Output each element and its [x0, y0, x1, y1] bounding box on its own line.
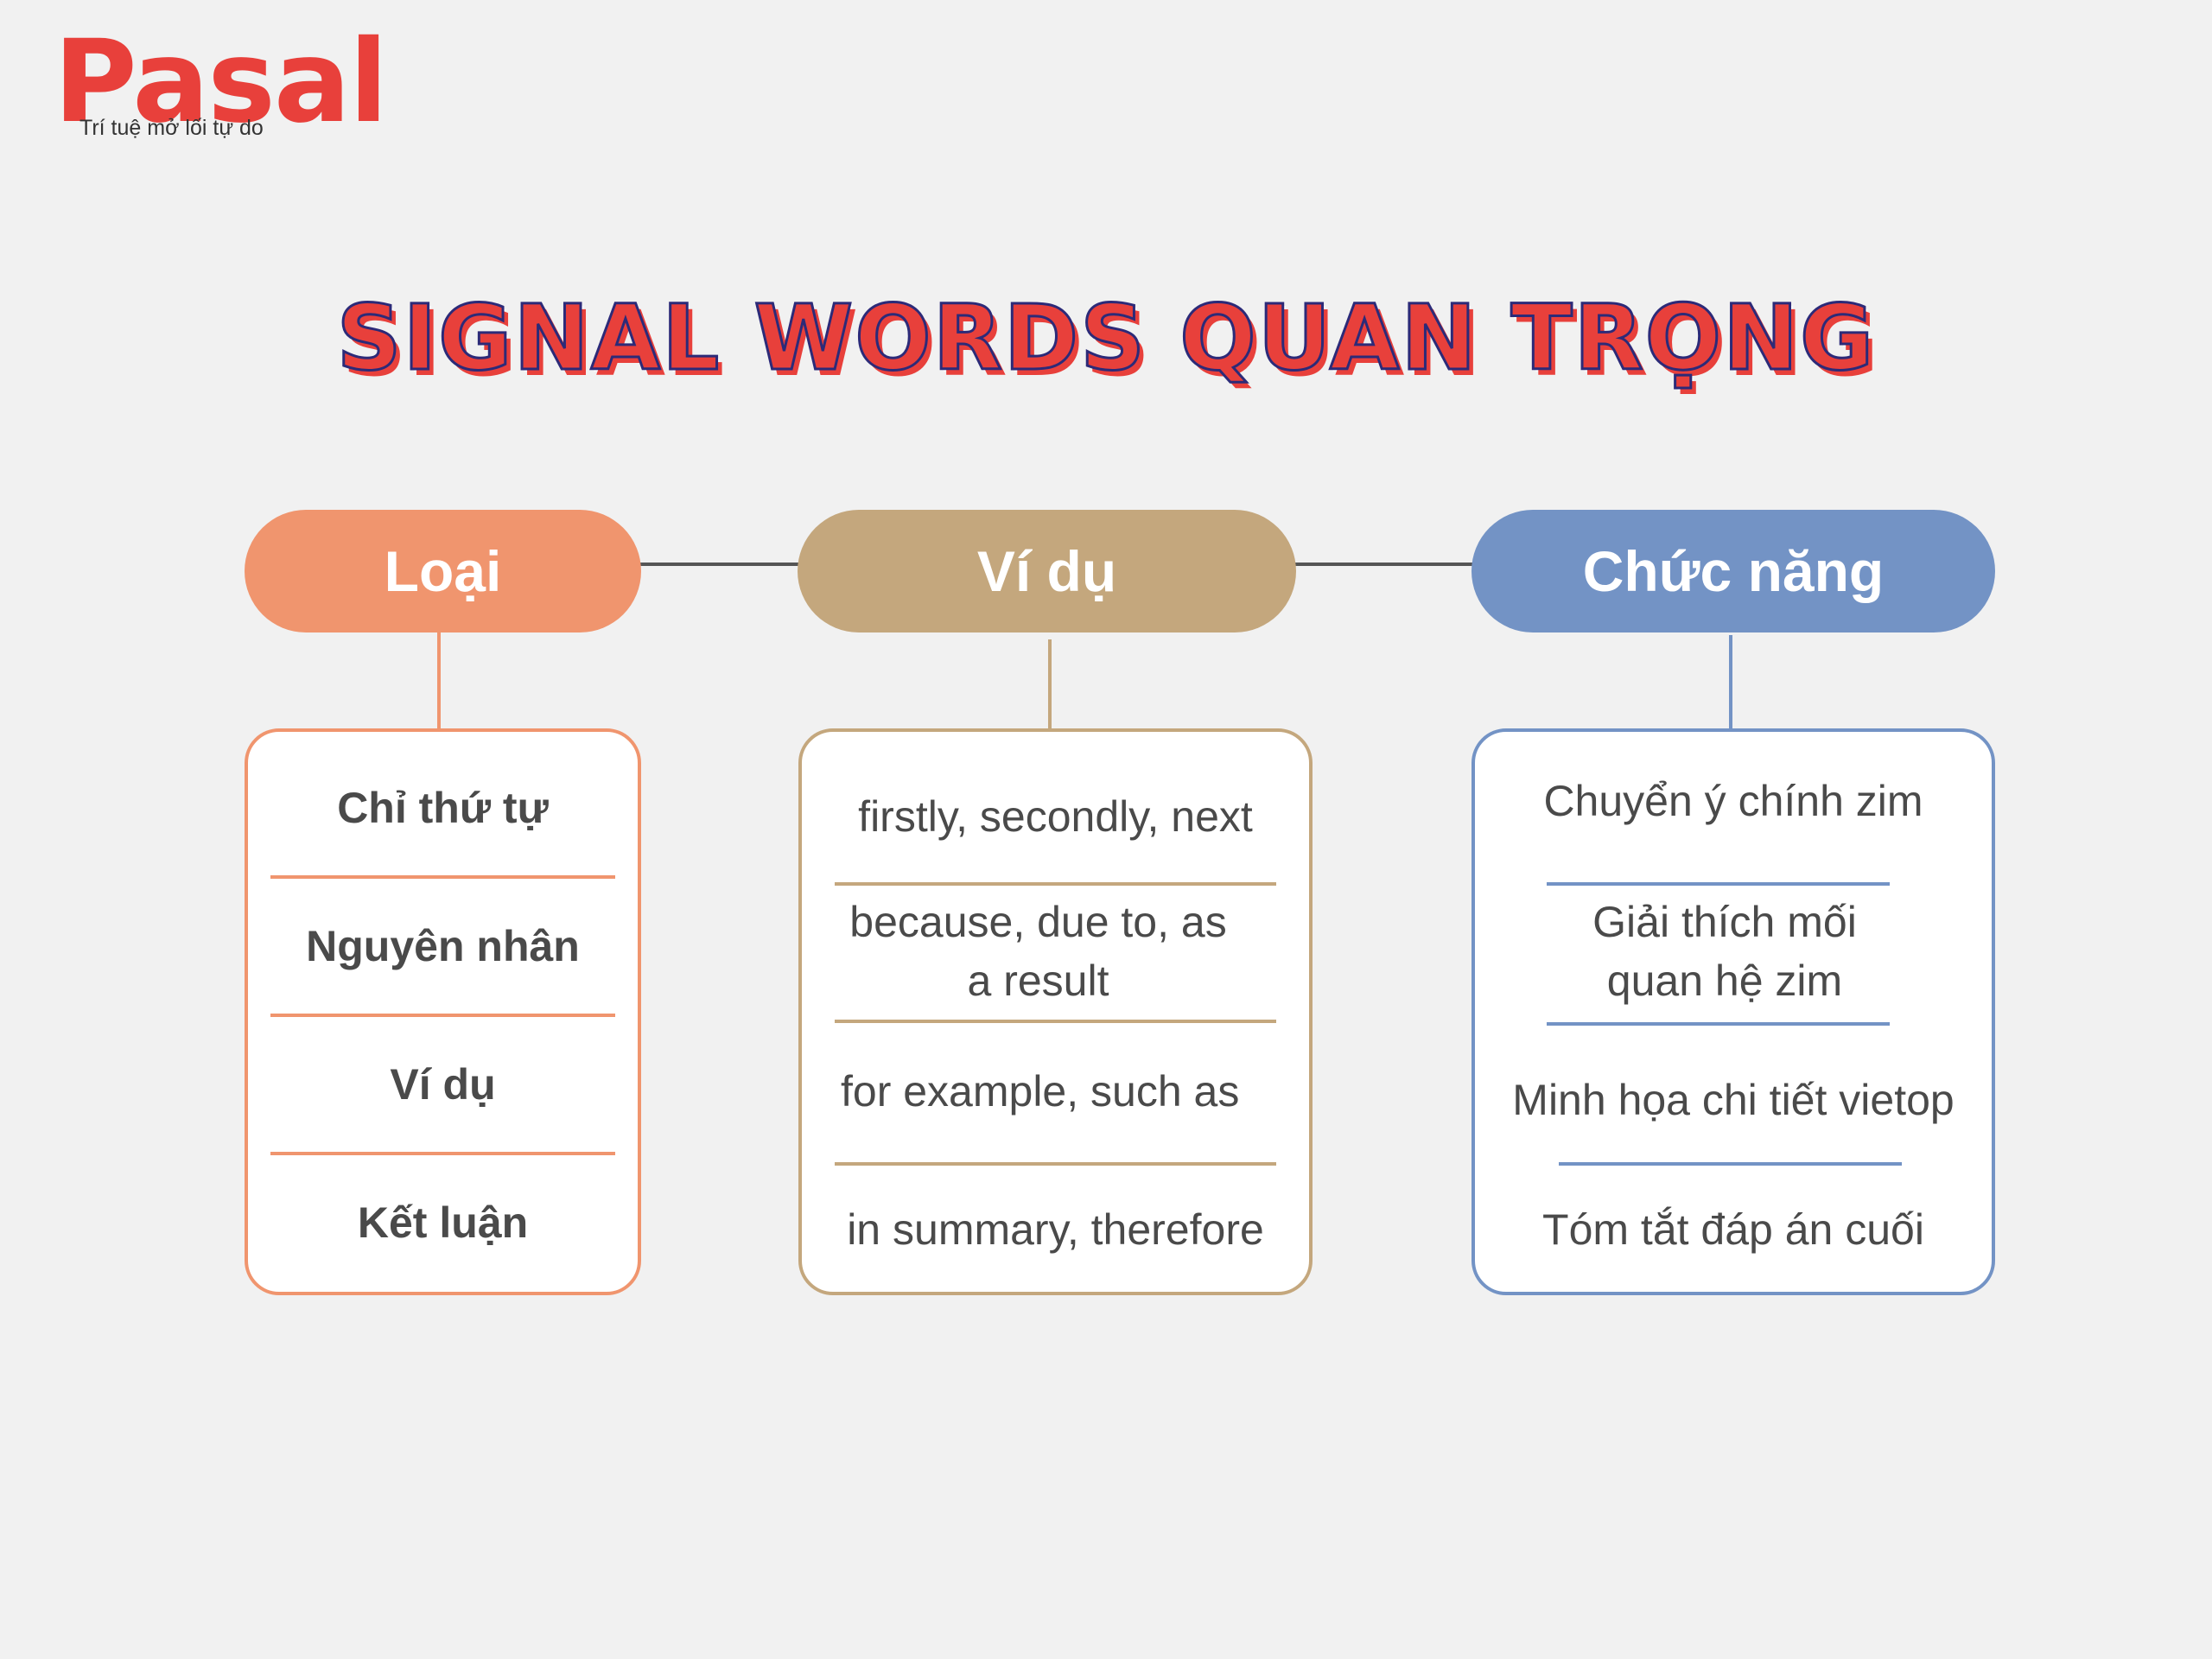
logo-tagline: Trí tuệ mở lối tự do — [79, 116, 264, 140]
connector-line — [1048, 639, 1052, 728]
connector-line — [1729, 635, 1732, 728]
divider — [1547, 1022, 1890, 1026]
connector-line — [639, 563, 804, 566]
logo: Pasal — [54, 16, 388, 149]
box-vi-du: firstly, secondly, next because, due to,… — [798, 728, 1313, 1295]
list-item: Nguyên nhân — [306, 922, 580, 970]
box-chuc-nang: Chuyển ý chính zim Giải thích mối quan h… — [1471, 728, 1995, 1295]
divider — [835, 1020, 1276, 1023]
list-item: Kết luận — [357, 1198, 529, 1247]
list-item: in summary, therefore — [847, 1205, 1264, 1254]
divider — [270, 1152, 615, 1155]
list-item: firstly, secondly, next — [858, 792, 1253, 841]
divider — [270, 875, 615, 879]
header-loai: Loại — [245, 510, 641, 632]
header-chuc-nang: Chức năng — [1471, 510, 1995, 632]
divider — [1547, 882, 1890, 886]
list-item: Ví dụ — [390, 1060, 496, 1109]
list-item: Chuyển ý chính zim — [1543, 777, 1923, 825]
list-item: for example, such as — [841, 1067, 1240, 1116]
divider — [1559, 1162, 1902, 1166]
header-vi-du: Ví dụ — [798, 510, 1296, 632]
list-item: Chỉ thứ tự — [337, 784, 549, 832]
connector-line — [1292, 563, 1478, 566]
list-item: because, due to, as a result — [849, 898, 1227, 1005]
divider — [835, 1162, 1276, 1166]
divider — [270, 1014, 615, 1017]
page-title: SIGNAL WORDS QUAN TRỌNG — [335, 284, 1876, 392]
list-item: Minh họa chi tiết vietop — [1512, 1076, 1955, 1124]
divider — [835, 882, 1276, 886]
connector-line — [437, 632, 441, 728]
box-loai: Chỉ thứ tự Nguyên nhân Ví dụ Kết luận — [245, 728, 641, 1295]
list-item: Giải thích mối quan hệ zim — [1592, 898, 1857, 1005]
list-item: Tóm tắt đáp án cuối — [1542, 1205, 1924, 1254]
